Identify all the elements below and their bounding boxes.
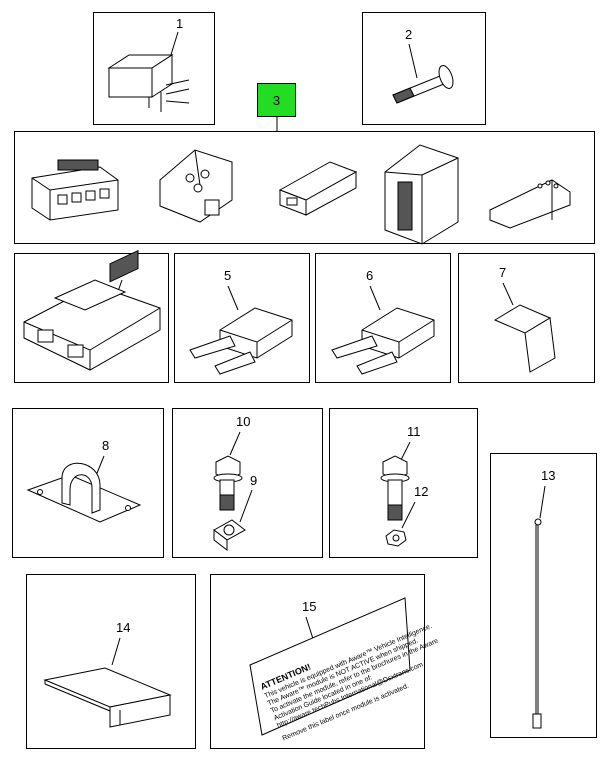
part-number-5: 5: [224, 268, 232, 283]
attention-label-illustration: ATTENTION! This vehicle is equipped with…: [249, 597, 439, 742]
part-number-10: 10: [236, 414, 251, 429]
antenna-illustration: [532, 485, 546, 729]
fuse-5-illustration: [189, 285, 293, 375]
bolt-illustration: [392, 43, 454, 104]
part-number-14: 14: [116, 620, 131, 635]
connector-set-illustration: [31, 144, 571, 245]
part-2-box: [362, 12, 486, 125]
fuse-6-illustration: [331, 285, 435, 375]
part-number-12: 12: [414, 484, 429, 499]
part-number-6: 6: [366, 268, 374, 283]
part-number-7: 7: [499, 265, 507, 280]
part-number-3-highlight[interactable]: 3: [257, 83, 296, 117]
adhesive-pad-illustration: [43, 637, 172, 728]
part-13-box: [490, 453, 597, 738]
nut-clip-9-illustration: [213, 489, 253, 552]
flange-bolt-11-illustration: [380, 441, 411, 521]
part-number-8: 8: [102, 438, 110, 453]
part-9-10-box: [172, 408, 323, 558]
part-number-1: 1: [176, 16, 184, 31]
bracket-illustration: [26, 455, 142, 523]
part-number-2: 2: [405, 27, 413, 42]
part-number-13: 13: [541, 468, 556, 483]
part-number-15: 15: [302, 599, 317, 614]
relay-illustration: [107, 31, 190, 112]
control-module-illustration: [23, 249, 161, 371]
clip-illustration: [493, 282, 556, 373]
part-number-3: 3: [272, 92, 281, 108]
flange-bolt-10-illustration: [213, 431, 243, 511]
part-number-9: 9: [250, 473, 258, 488]
nut-12-illustration: [385, 501, 416, 547]
part-8-box: [12, 408, 164, 558]
part-number-11: 11: [407, 424, 421, 439]
